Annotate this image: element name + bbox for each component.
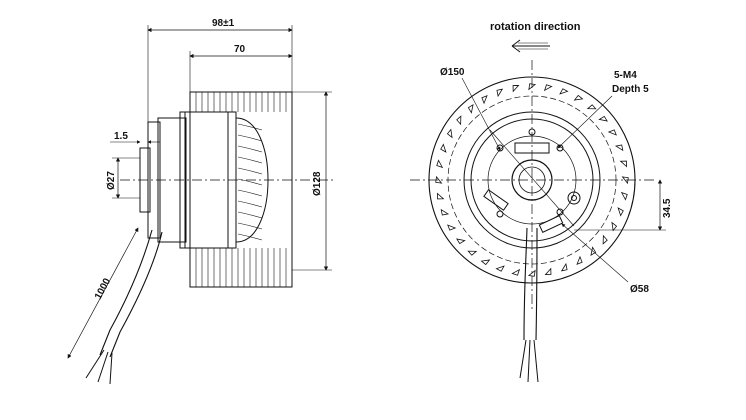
rotor-fin: [237, 134, 263, 142]
blade-mark: [447, 224, 457, 231]
rotor-fin: [237, 189, 263, 197]
blade-mark: [481, 95, 488, 105]
hub-outer: [463, 111, 601, 249]
blade-mark: [456, 238, 466, 245]
pcd-circle: [487, 135, 577, 225]
blade-mark: [436, 159, 444, 169]
blade-mark: [512, 84, 520, 93]
blade-mark: [543, 84, 553, 92]
label-plate: [514, 142, 550, 154]
dim-depth: Depth 5: [612, 84, 649, 95]
rotor-dome: [235, 117, 269, 243]
dim-holes: 5-M4: [614, 70, 637, 81]
motor-housing: [179, 111, 237, 249]
rotor-fin: [237, 145, 263, 153]
motor-rear-cap: [147, 121, 161, 239]
blade-mark: [590, 246, 597, 256]
dim-pcd: Ø58: [630, 284, 649, 295]
dim-impeller-length: 70: [234, 44, 246, 55]
shaft-boss: [139, 147, 151, 213]
outer-ring: [428, 76, 636, 284]
hub-inner: [470, 118, 594, 242]
blade-mark: [576, 255, 583, 265]
blade-mark: [456, 115, 462, 126]
front-cable: [523, 227, 528, 341]
blade-mark: [446, 128, 453, 139]
blade-mark: [607, 129, 617, 136]
blade-mark: [598, 115, 608, 122]
blade-mark: [511, 268, 521, 276]
blade-mark: [559, 88, 569, 95]
blade-mark: [495, 265, 505, 272]
rotor-fin: [237, 200, 263, 208]
rotation-arrow-icon: [511, 39, 550, 53]
rotor-fin: [237, 211, 263, 219]
blade-mark: [528, 83, 537, 91]
blade-mark: [527, 269, 536, 277]
blade-mark: [496, 88, 504, 98]
dim-shaft-diameter: Ø27: [106, 171, 117, 190]
blade-mark: [440, 208, 450, 216]
rotor-fin: [237, 156, 263, 164]
blade-mark: [435, 175, 443, 184]
side-view: [67, 25, 335, 385]
blade-mark: [573, 94, 584, 101]
blade-circle: [447, 95, 617, 265]
dim-outer-diameter: Ø150: [440, 67, 465, 78]
dim-flange: 1.5: [114, 131, 128, 142]
front-view: [410, 39, 666, 383]
blade-mark: [619, 160, 628, 168]
blade-mark: [440, 143, 447, 153]
motor-flange: [157, 117, 187, 243]
rotor-fins: [237, 123, 263, 241]
blade-mark: [467, 104, 474, 114]
blade-mark: [560, 262, 568, 272]
blade-mark: [602, 234, 608, 245]
side-cable: [99, 229, 153, 356]
mount-hole: [528, 128, 536, 136]
blade-marks: [435, 83, 629, 277]
blade-mark: [586, 104, 597, 110]
rotor-fin: [237, 123, 263, 131]
rotor-fin: [237, 167, 263, 175]
rotor-fin: [237, 222, 263, 230]
blade-mark: [480, 259, 491, 266]
impeller-outline: [189, 91, 293, 288]
blade-mark: [544, 267, 552, 276]
blade-mark: [621, 176, 629, 185]
rotation-label: rotation direction: [490, 21, 581, 33]
blade-mark: [614, 144, 624, 152]
blade-mark: [611, 221, 618, 232]
ground-screw: [567, 191, 581, 205]
rotor-fin: [237, 233, 263, 241]
cable-length-dimension: [67, 227, 139, 359]
dim-overall-length: 98±1: [212, 18, 235, 29]
shaft-bore: [511, 159, 553, 201]
blade-mark: [436, 192, 445, 200]
dim-impeller-diameter: Ø128: [312, 171, 323, 196]
impeller-fins: [195, 92, 287, 287]
dim-offset: 34.5: [662, 198, 673, 218]
blade-mark: [620, 191, 628, 201]
blade-mark: [467, 250, 478, 256]
rotor-fin: [237, 178, 263, 186]
blade-mark: [617, 207, 624, 217]
